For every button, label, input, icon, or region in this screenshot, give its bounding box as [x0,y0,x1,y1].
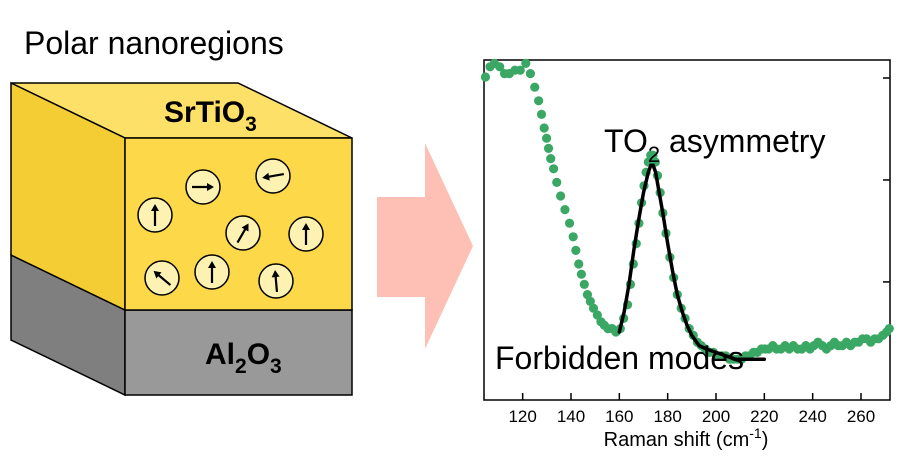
x-tick-label: 240 [798,407,826,426]
annotation-asymmetry: TO2 asymmetry [604,123,825,167]
data-point [495,62,505,72]
data-point [884,324,894,334]
data-point [525,69,536,79]
data-point [560,205,570,215]
x-tick-label: 200 [702,407,730,426]
data-point [534,96,544,106]
polar-nanoregion [225,215,261,251]
polar-nanoregion [137,197,173,233]
data-point [541,133,552,143]
data-point [530,82,540,92]
x-tick-label: 140 [557,407,585,426]
data-point [568,232,578,242]
dipole-arrow-head [241,223,249,232]
polar-nanoregion-group [137,158,324,299]
dipole-arrow-shaft [265,173,285,179]
dipole-arrow-head [151,204,159,211]
dipole-arrow-head [271,270,280,278]
polar-nanoregion [194,254,230,290]
data-point [564,218,575,228]
data-point [543,143,554,153]
data-point [480,72,491,82]
polar-nanoregion [258,263,294,299]
data-point [574,259,584,269]
data-point [521,58,531,68]
data-point [546,154,556,164]
dipole-arrow-head [208,261,216,268]
raman-chart: 120 140 160 180 200 220 240 260 TO2 asymmetry F… [480,58,894,451]
data-point [556,191,566,201]
dipole-arrow-head [302,223,310,230]
data-point [539,123,549,133]
data-point [576,269,586,279]
film-label: SrTiO3 [164,96,257,136]
data-point [536,109,547,119]
layered-block: SrTiO3 Al2O3 [10,81,353,397]
x-tick-label: 120 [508,407,536,426]
x-tick-group: 120 140 160 180 200 220 240 260 [508,393,875,426]
polar-nanoregion [144,260,180,296]
substrate-label: Al2O3 [205,338,282,378]
x-tick-label: 180 [653,407,681,426]
data-point [552,177,562,187]
x-tick-label: 260 [847,407,875,426]
polar-nanoregion [185,169,221,205]
data-point [579,279,589,289]
data-point [515,65,525,75]
y-tick-group [883,77,890,283]
x-tick-label: 160 [605,407,633,426]
fit-curve [617,163,767,361]
transition-arrow [377,143,473,349]
data-point [571,245,581,255]
dipole-arrow-head [153,270,162,279]
x-axis-label: Raman shift (cm-1) [604,425,769,451]
left-panel-title: Polar nanoregions [24,25,284,61]
data-point [549,164,559,174]
dipole-arrow-head [207,183,214,191]
annotation-forbidden-modes: Forbidden modes [495,340,744,376]
dipole-arrow-shaft [274,273,279,293]
polar-nanoregion [255,158,291,194]
data-point [592,310,602,320]
x-tick-label: 220 [750,407,778,426]
polar-nanoregion [288,216,324,252]
dipole-arrow-head [262,172,270,181]
substrate-front-face [124,309,353,396]
data-point [588,303,599,313]
